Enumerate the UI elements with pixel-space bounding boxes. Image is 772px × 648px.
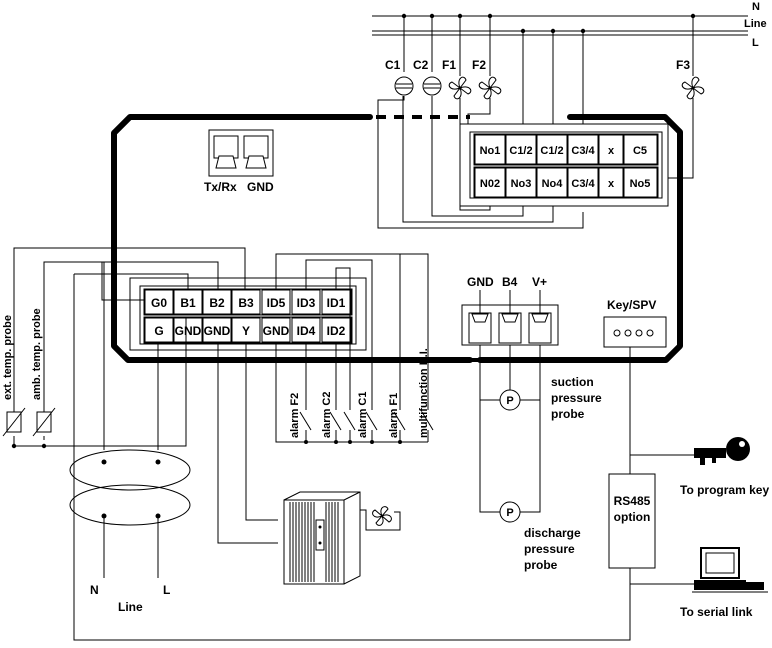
terminal-no4: No4 bbox=[542, 178, 564, 190]
to-serial-link-label: To serial link bbox=[680, 605, 753, 619]
relay-c1-label: C1 bbox=[385, 58, 401, 72]
ext-temp-probe-label: ext. temp. probe bbox=[2, 315, 14, 400]
alarm-f1-label: alarm F1 bbox=[388, 393, 400, 438]
discharge-label-1: discharge bbox=[524, 526, 581, 540]
terminal-g0: G0 bbox=[151, 296, 167, 310]
discharge-pressure-probe-icon: P bbox=[499, 501, 521, 523]
line-n-label: N bbox=[752, 1, 760, 13]
terminal-id5: ID5 bbox=[267, 296, 286, 310]
transformer-l-label: L bbox=[163, 583, 170, 597]
probe-vplus-label: V+ bbox=[532, 275, 547, 289]
discharge-label-3: probe bbox=[524, 558, 558, 572]
digital-input-wires bbox=[275, 253, 434, 444]
terminal-gnd-2: GND bbox=[204, 324, 231, 338]
terminal-id1: ID1 bbox=[327, 296, 346, 310]
rs485-wiring bbox=[629, 347, 694, 585]
serial-gnd-label: GND bbox=[247, 180, 274, 194]
suction-label-2: pressure bbox=[551, 391, 602, 405]
fan-f3-icon bbox=[681, 76, 705, 100]
amb-temp-probe-icon bbox=[32, 407, 56, 437]
multifunction-di-label: multifunction D.I. bbox=[418, 348, 430, 438]
terminal-c1-2-b: C1/2 bbox=[540, 145, 563, 157]
terminal-b1: B1 bbox=[180, 296, 196, 310]
fan-f2-label: F2 bbox=[472, 58, 486, 72]
terminal-no3: No3 bbox=[511, 178, 532, 190]
program-key-icon bbox=[694, 437, 750, 465]
terminal-c3-4-bottom: C3/4 bbox=[571, 178, 595, 190]
compressor-c2-icon bbox=[422, 76, 442, 96]
suction-label-1: suction bbox=[551, 375, 594, 389]
probe-b4-label: B4 bbox=[502, 275, 518, 289]
serial-tx-label: Tx/Rx bbox=[204, 180, 237, 194]
terminal-no1: No1 bbox=[480, 145, 501, 157]
compressor-c1-icon bbox=[394, 76, 414, 96]
terminal-y: Y bbox=[242, 324, 250, 338]
terminal-c1-2-a: C1/2 bbox=[509, 145, 532, 157]
ext-temp-probe-icon bbox=[2, 407, 26, 437]
svg-text:P: P bbox=[506, 395, 513, 407]
terminal-x-top: x bbox=[608, 145, 615, 157]
alarm-f2-label: alarm F2 bbox=[289, 393, 301, 438]
terminal-g: G bbox=[154, 324, 163, 338]
terminal-c3-4-top: C3/4 bbox=[571, 145, 595, 157]
fan-f3-label: F3 bbox=[676, 58, 690, 72]
rs485-option-label: option bbox=[614, 510, 651, 524]
to-program-key-label: To program key bbox=[680, 483, 769, 497]
speed-controller-icon bbox=[283, 491, 361, 585]
terminal-id4: ID4 bbox=[297, 324, 316, 338]
fan-f1-icon bbox=[448, 76, 472, 100]
rs485-option-box: RS485 option bbox=[608, 473, 656, 569]
terminal-x-bottom: x bbox=[608, 178, 615, 190]
transformer-icon bbox=[69, 449, 191, 578]
pressure-probe-wires bbox=[479, 345, 541, 513]
svg-text:P: P bbox=[506, 507, 513, 519]
terminal-no5: No5 bbox=[630, 178, 651, 190]
terminal-id2: ID2 bbox=[327, 324, 346, 338]
computer-icon bbox=[692, 547, 768, 593]
output-terminals: No1 C1/2 C1/2 C3/4 x C5 N02 No3 No4 C3/4… bbox=[474, 134, 658, 198]
key-spv-label: Key/SPV bbox=[607, 298, 656, 312]
left-wiring bbox=[11, 247, 631, 641]
fan-f1-label: F1 bbox=[442, 58, 456, 72]
terminal-gnd-3: GND bbox=[263, 324, 290, 338]
suction-pressure-probe-icon: P bbox=[499, 389, 521, 411]
line-l-label: L bbox=[752, 37, 759, 49]
discharge-label-2: pressure bbox=[524, 542, 575, 556]
input-terminals: G0 B1 B2 B3 ID5 ID3 ID1 G GND GND Y GND … bbox=[144, 289, 352, 343]
fan-f2-icon bbox=[478, 76, 502, 100]
terminal-gnd-1: GND bbox=[175, 324, 202, 338]
transformer-n-label: N bbox=[90, 583, 99, 597]
relay-c2-label: C2 bbox=[413, 58, 429, 72]
terminal-id3: ID3 bbox=[297, 296, 316, 310]
suction-label-3: probe bbox=[551, 407, 585, 421]
controller-outline bbox=[111, 114, 683, 363]
alarm-c1-label: alarm C1 bbox=[357, 392, 369, 438]
line-label: Line bbox=[744, 18, 767, 30]
serial-connector: Tx/Rx GND bbox=[204, 129, 274, 194]
speed-fan-icon bbox=[360, 506, 401, 531]
terminal-c5: C5 bbox=[633, 145, 647, 157]
terminal-n02: N02 bbox=[480, 178, 500, 190]
amb-temp-probe-label: amb. temp. probe bbox=[31, 308, 43, 400]
probe-gnd-label: GND bbox=[467, 275, 494, 289]
terminal-b2: B2 bbox=[209, 296, 225, 310]
key-spv-connector: Key/SPV bbox=[603, 298, 667, 348]
terminal-b3: B3 bbox=[238, 296, 254, 310]
transformer-line-label: Line bbox=[118, 600, 143, 614]
alarm-c2-label: alarm C2 bbox=[321, 392, 333, 438]
rs485-label: RS485 bbox=[614, 494, 651, 508]
mains-lines: N Line L bbox=[372, 1, 767, 49]
probe-connector: GND B4 V+ bbox=[461, 275, 559, 346]
